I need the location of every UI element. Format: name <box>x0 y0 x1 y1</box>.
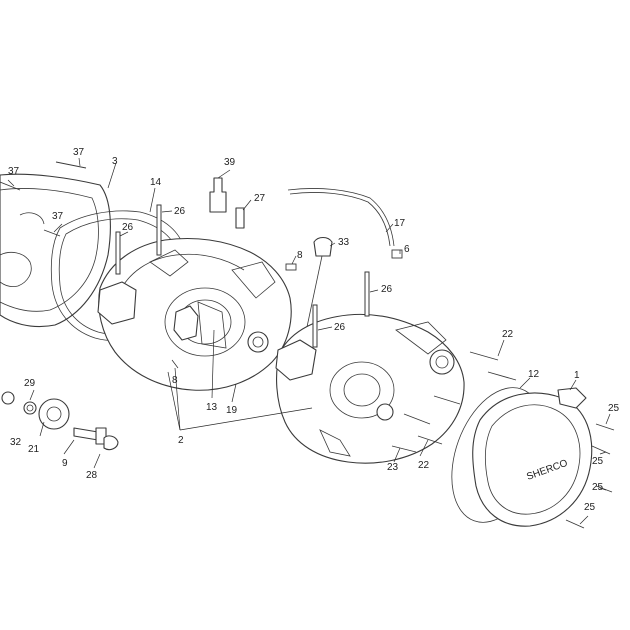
callout-12: 12 <box>528 369 540 380</box>
pin-8 <box>285 263 297 271</box>
shaft-9 <box>73 427 99 441</box>
callout-17: 17 <box>394 218 406 229</box>
callout-2: 2 <box>178 435 184 446</box>
callout-21: 21 <box>28 444 40 455</box>
left-side-cover <box>0 173 111 328</box>
left-crankcase-half <box>97 238 292 391</box>
callout-25: 25 <box>592 482 604 493</box>
callout-13: 13 <box>206 402 218 413</box>
callout-37: 37 <box>73 147 85 158</box>
callout-32: 32 <box>10 437 22 448</box>
callout-6: 6 <box>404 244 410 255</box>
callout-3: 3 <box>112 156 118 167</box>
breather-hose-17 <box>287 188 395 247</box>
callout-25: 25 <box>608 403 620 414</box>
clamp-6 <box>391 249 403 259</box>
callout-28: 28 <box>86 470 98 481</box>
callout-37: 37 <box>52 211 64 222</box>
callout-26: 26 <box>381 284 393 295</box>
callout-8: 8 <box>297 250 303 261</box>
bolts-22-23 <box>391 351 517 453</box>
callout-14: 14 <box>150 177 162 188</box>
leader-lines <box>7 157 611 525</box>
callout-22: 22 <box>502 329 514 340</box>
stud-26b <box>115 231 121 275</box>
callout-25: 25 <box>584 502 596 513</box>
stud-26d <box>312 304 318 348</box>
plug-27 <box>235 207 245 229</box>
callout-1: 1 <box>574 370 580 381</box>
callout-8: 8 <box>172 375 178 386</box>
seal-ring <box>1 391 15 405</box>
callout-39: 39 <box>224 157 236 168</box>
callout-labels: 37 3 37 14 39 27 26 37 26 17 33 8 6 26 2… <box>8 147 620 513</box>
bushing-28 <box>103 435 119 451</box>
studs-right <box>312 271 370 348</box>
callout-25: 25 <box>592 456 604 467</box>
spacer-29 <box>23 401 37 415</box>
callout-37: 37 <box>8 166 20 177</box>
callout-22: 22 <box>418 460 430 471</box>
shaft-parts <box>0 161 119 451</box>
small-center-parts <box>197 177 403 361</box>
oring-13 <box>197 301 227 349</box>
callout-27: 27 <box>254 193 266 204</box>
callout-33: 33 <box>338 237 350 248</box>
right-crankcase-half <box>275 313 465 464</box>
callout-23: 23 <box>387 462 399 473</box>
callout-26: 26 <box>174 206 186 217</box>
clutch-cover: SHERCO <box>472 387 593 527</box>
nozzle-33 <box>313 236 333 257</box>
stud-26a <box>156 204 162 256</box>
callout-9: 9 <box>62 458 68 469</box>
callout-26: 26 <box>122 222 134 233</box>
callout-26: 26 <box>334 322 346 333</box>
bolt-39 <box>209 177 227 213</box>
callout-19: 19 <box>226 405 238 416</box>
sprocket-21 <box>38 398 70 430</box>
studs-left <box>115 204 162 275</box>
callout-29: 29 <box>24 378 36 389</box>
stud-26c <box>364 271 370 317</box>
